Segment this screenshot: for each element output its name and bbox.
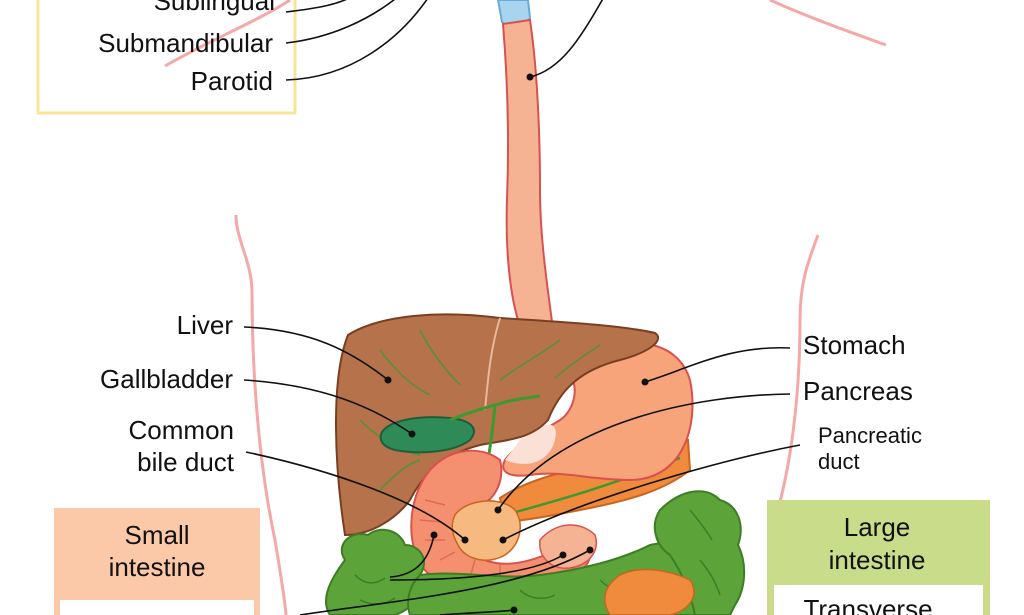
- dot-ileum: [586, 546, 594, 554]
- body-outline-head: [164, 0, 291, 68]
- leader-dots: [384, 73, 649, 614]
- leader-stomach: [644, 346, 791, 383]
- dot-pancreatic-duct: [499, 536, 507, 544]
- pancreas-head: [451, 500, 521, 561]
- label-sublingual: Sublingual: [154, 0, 275, 16]
- leader-parotid: [285, 0, 428, 81]
- label-liver: Liver: [177, 310, 234, 340]
- stomach-inner: [505, 424, 556, 464]
- gallbladder: [379, 416, 475, 454]
- leader-jejunum: [389, 554, 564, 581]
- dot-esophagus: [526, 73, 534, 81]
- esophagus: [501, 18, 554, 324]
- dot-duodenum: [430, 531, 438, 539]
- leader-pancreas: [497, 393, 791, 511]
- label-pancreatic-duct-1: Pancreatic: [818, 423, 922, 448]
- small-intestine-box: [54, 508, 260, 615]
- leader-pancreatic-duct: [502, 444, 801, 541]
- leader-transverse: [439, 609, 515, 615]
- dot-transverse: [510, 606, 518, 614]
- leader-sublingual: [285, 0, 347, 13]
- label-common-bile-duct-1: Common: [129, 415, 234, 445]
- body-outline-head-right: [769, 0, 887, 47]
- colon-right: [653, 490, 746, 615]
- label-large-intestine-1: Large: [844, 512, 911, 542]
- leader-lines: [243, 0, 801, 615]
- label-large-intestine-2: intestine: [829, 545, 926, 575]
- label-small-intestine-2: intestine: [109, 552, 206, 582]
- dot-jejunum: [559, 551, 567, 559]
- leader-liver: [243, 326, 389, 381]
- label-stomach: Stomach: [803, 330, 906, 360]
- label-small-intestine-1: Small: [124, 520, 189, 550]
- dot-liver: [384, 376, 392, 384]
- label-gallbladder: Gallbladder: [100, 364, 233, 394]
- large-intestine-inner: [774, 585, 983, 615]
- dot-gallbladder: [408, 430, 416, 438]
- leader-submandibular: [285, 0, 395, 44]
- body-outline-right: [773, 234, 820, 521]
- label-pancreatic-duct-2: duct: [818, 449, 860, 474]
- salivary-glands-box: [36, 0, 297, 115]
- small-intestine-inner: [60, 600, 254, 615]
- leader-common-bile-duct: [245, 451, 466, 541]
- label-submandibular: Submandibular: [98, 28, 273, 58]
- body-outline-left: [234, 214, 288, 615]
- leader-duodenum: [389, 534, 435, 578]
- label-parotid: Parotid: [191, 66, 273, 96]
- label-transverse: Transverse: [803, 594, 932, 615]
- leader-gallbladder: [243, 379, 413, 435]
- leader-ileum: [299, 549, 591, 615]
- dot-stomach: [641, 378, 649, 386]
- dot-common-bile-duct: [461, 536, 469, 544]
- liver-ligament: [484, 317, 501, 411]
- dot-pancreas: [494, 506, 502, 514]
- colon-coil: [604, 568, 695, 615]
- label-common-bile-duct-2: bile duct: [137, 447, 235, 477]
- leader-esophagus: [529, 0, 604, 78]
- liver: [334, 313, 659, 537]
- liver-veins-1: [359, 329, 601, 491]
- label-pancreas: Pancreas: [803, 376, 913, 406]
- duodenum-folds: [419, 499, 501, 585]
